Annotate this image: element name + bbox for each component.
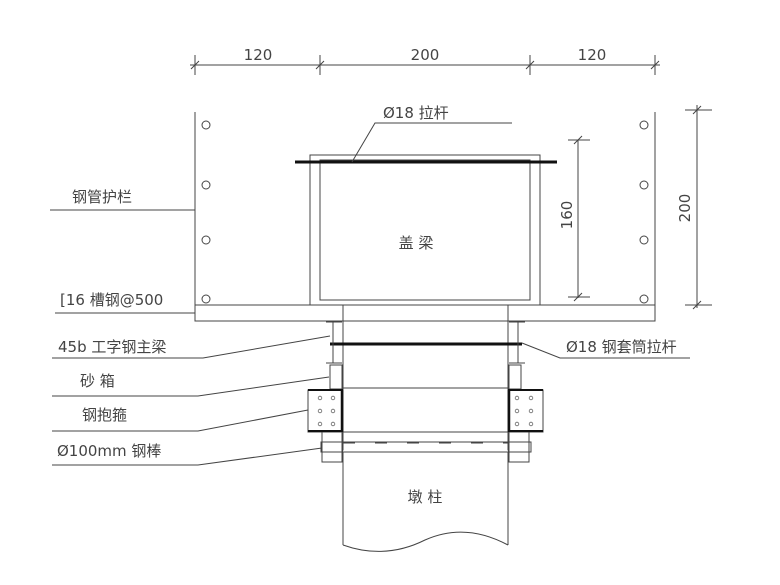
right-dimensions: 160 200 bbox=[558, 105, 712, 310]
top-dimension: 120 200 120 bbox=[190, 46, 660, 75]
dim-railing-height: 200 bbox=[676, 194, 694, 223]
label-hoop: 钢抱箍 bbox=[82, 406, 127, 424]
label-steel-bar: Ø100mm 钢棒 bbox=[57, 442, 161, 460]
railing bbox=[194, 112, 656, 305]
supports bbox=[307, 321, 544, 463]
label-main-beam: 45b 工字钢主梁 bbox=[58, 338, 166, 356]
label-channel-steel: [16 槽钢@500 bbox=[60, 291, 163, 309]
label-tie-rod: Ø18 拉杆 bbox=[383, 104, 449, 122]
label-railing: 钢管护栏 bbox=[72, 188, 132, 206]
cap-beam: 盖 梁 bbox=[295, 154, 557, 306]
platform bbox=[194, 304, 656, 322]
label-sand-box: 砂 箱 bbox=[80, 372, 115, 390]
dim-top-left: 120 bbox=[244, 46, 273, 64]
dim-top-right: 120 bbox=[578, 46, 607, 64]
pier-column: 墩 柱 bbox=[342, 305, 509, 552]
cap-beam-label: 盖 梁 bbox=[399, 234, 434, 252]
label-sleeve-tie-rod: Ø18 钢套筒拉杆 bbox=[566, 338, 677, 356]
dim-top-middle: 200 bbox=[411, 46, 440, 64]
dim-beam-height: 160 bbox=[558, 201, 576, 230]
annotations: Ø18 拉杆 钢管护栏 [16 槽钢@500 45b 工字钢主梁 砂 箱 钢抱箍… bbox=[50, 104, 690, 466]
pier-column-label: 墩 柱 bbox=[408, 488, 443, 506]
